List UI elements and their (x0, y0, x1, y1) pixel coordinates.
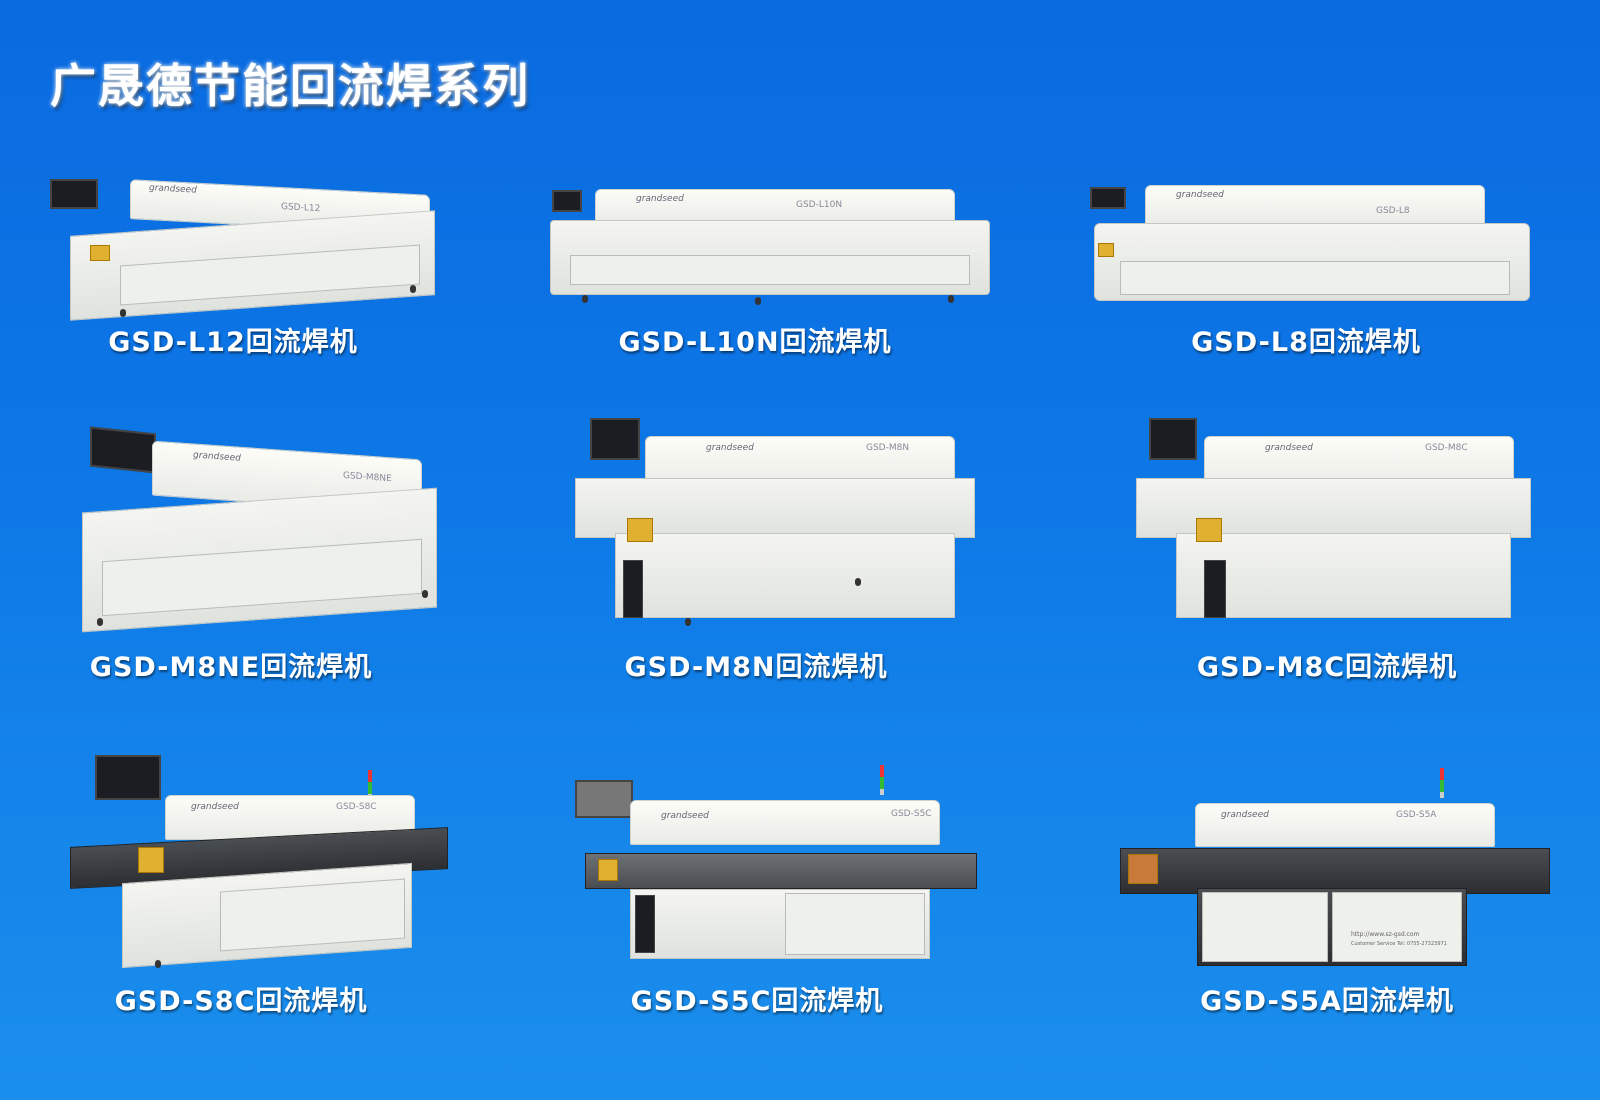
machine-part (755, 297, 761, 305)
website-text: http://www.sz-gsd.com (1351, 931, 1420, 938)
service-text: Customer Service Tel: 0755-27323971 (1351, 941, 1447, 947)
model-plate: GSD-L10N (796, 200, 843, 210)
machine-part (1128, 854, 1158, 884)
product-label: GSD-L10N回流焊机 (618, 327, 892, 358)
product-label: GSD-S8C回流焊机 (114, 986, 368, 1017)
machine-part (615, 533, 955, 618)
model-plate: GSD-L12 (281, 202, 321, 215)
product-label: GSD-L12回流焊机 (108, 327, 358, 358)
page-title: 广晟德节能回流焊系列 (50, 59, 530, 113)
brand-logo: grandseed (149, 183, 197, 196)
machine-part (1149, 418, 1197, 460)
machine-part (368, 770, 372, 800)
brand-logo: grandseed (1221, 810, 1269, 820)
machine-part (1196, 518, 1222, 542)
product-image-gsd-s8c: grandseed GSD-S8C (70, 755, 450, 970)
product-label: GSD-M8NE回流焊机 (89, 652, 373, 683)
product-label: GSD-M8N回流焊机 (624, 652, 888, 683)
model-plate: GSD-S5A (1396, 810, 1437, 820)
model-plate: GSD-L8 (1376, 206, 1410, 216)
machine-part: grandseed GSD-S5A (1195, 803, 1495, 847)
machine-part (582, 295, 588, 303)
brand-logo: grandseed (191, 802, 239, 812)
product-image-gsd-m8c: grandseed GSD-M8C (1136, 418, 1531, 633)
machine-part (855, 578, 861, 586)
machine-part (948, 295, 954, 303)
machine-part (155, 960, 161, 968)
machine-part (120, 309, 126, 317)
product-label: GSD-S5A回流焊机 (1200, 986, 1454, 1017)
machine-part (410, 285, 416, 293)
brand-logo: grandseed (636, 194, 684, 204)
machine-part (590, 418, 640, 460)
machine-part (552, 190, 582, 212)
machine-part (1202, 892, 1328, 962)
brand-logo: grandseed (706, 443, 754, 453)
machine-part (627, 518, 653, 542)
machine-part (422, 590, 428, 598)
machine-part (635, 895, 655, 953)
machine-part (1204, 560, 1226, 618)
product-image-gsd-s5a: grandseed GSD-S5A http://www.sz-gsd.com C… (1120, 768, 1550, 973)
machine-part (90, 245, 110, 261)
brand-logo: grandseed (193, 450, 241, 464)
machine-part (685, 618, 691, 626)
machine-part (785, 893, 925, 955)
machine-part (880, 765, 884, 795)
machine-part (1120, 261, 1510, 295)
model-plate: GSD-S5C (891, 809, 932, 819)
product-image-gsd-s5c: grandseed GSD-S5C (570, 765, 980, 970)
model-plate: GSD-M8NE (343, 470, 392, 485)
machine-part (97, 618, 103, 626)
machine-part (570, 255, 970, 285)
brand-logo: grandseed (661, 811, 709, 821)
brand-logo: grandseed (1176, 190, 1224, 200)
model-plate: GSD-M8C (1425, 443, 1468, 453)
machine-part (585, 853, 977, 889)
machine-part (1440, 768, 1444, 798)
monitor (50, 179, 98, 209)
machine-part: grandseed GSD-S5C (630, 800, 940, 845)
machine-part (138, 847, 164, 873)
machine-part (598, 859, 618, 881)
product-label: GSD-M8C回流焊机 (1196, 652, 1458, 683)
machine-part (1090, 187, 1126, 209)
product-label: GSD-S5C回流焊机 (630, 986, 884, 1017)
machine-part (1176, 533, 1511, 618)
machine-part (623, 560, 643, 618)
model-plate: GSD-M8N (866, 443, 910, 453)
model-plate: GSD-S8C (336, 802, 377, 812)
product-image-gsd-m8n: grandseed GSD-M8N (575, 418, 975, 633)
machine-part (95, 755, 161, 800)
brand-logo: grandseed (1265, 443, 1313, 453)
machine-part (90, 426, 156, 474)
machine-part: http://www.sz-gsd.com Customer Service T… (1332, 892, 1462, 962)
machine-part (575, 780, 633, 818)
product-label: GSD-L8回流焊机 (1191, 327, 1421, 358)
machine-part (1098, 243, 1114, 257)
